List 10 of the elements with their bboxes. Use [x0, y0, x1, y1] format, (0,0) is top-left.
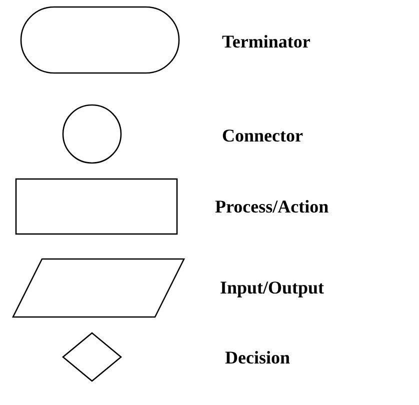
symbol-label: Decision	[225, 348, 290, 368]
symbol-label: Connector	[222, 126, 303, 146]
terminator-shape	[20, 6, 180, 74]
symbol-label: Input/Output	[220, 278, 324, 298]
symbol-label: Terminator	[222, 32, 310, 52]
symbol-label: Process/Action	[215, 196, 329, 218]
decision-diamond	[62, 332, 122, 382]
process-box	[15, 178, 178, 235]
input-output-parallelogram	[12, 258, 185, 318]
connector-circle	[62, 104, 122, 164]
